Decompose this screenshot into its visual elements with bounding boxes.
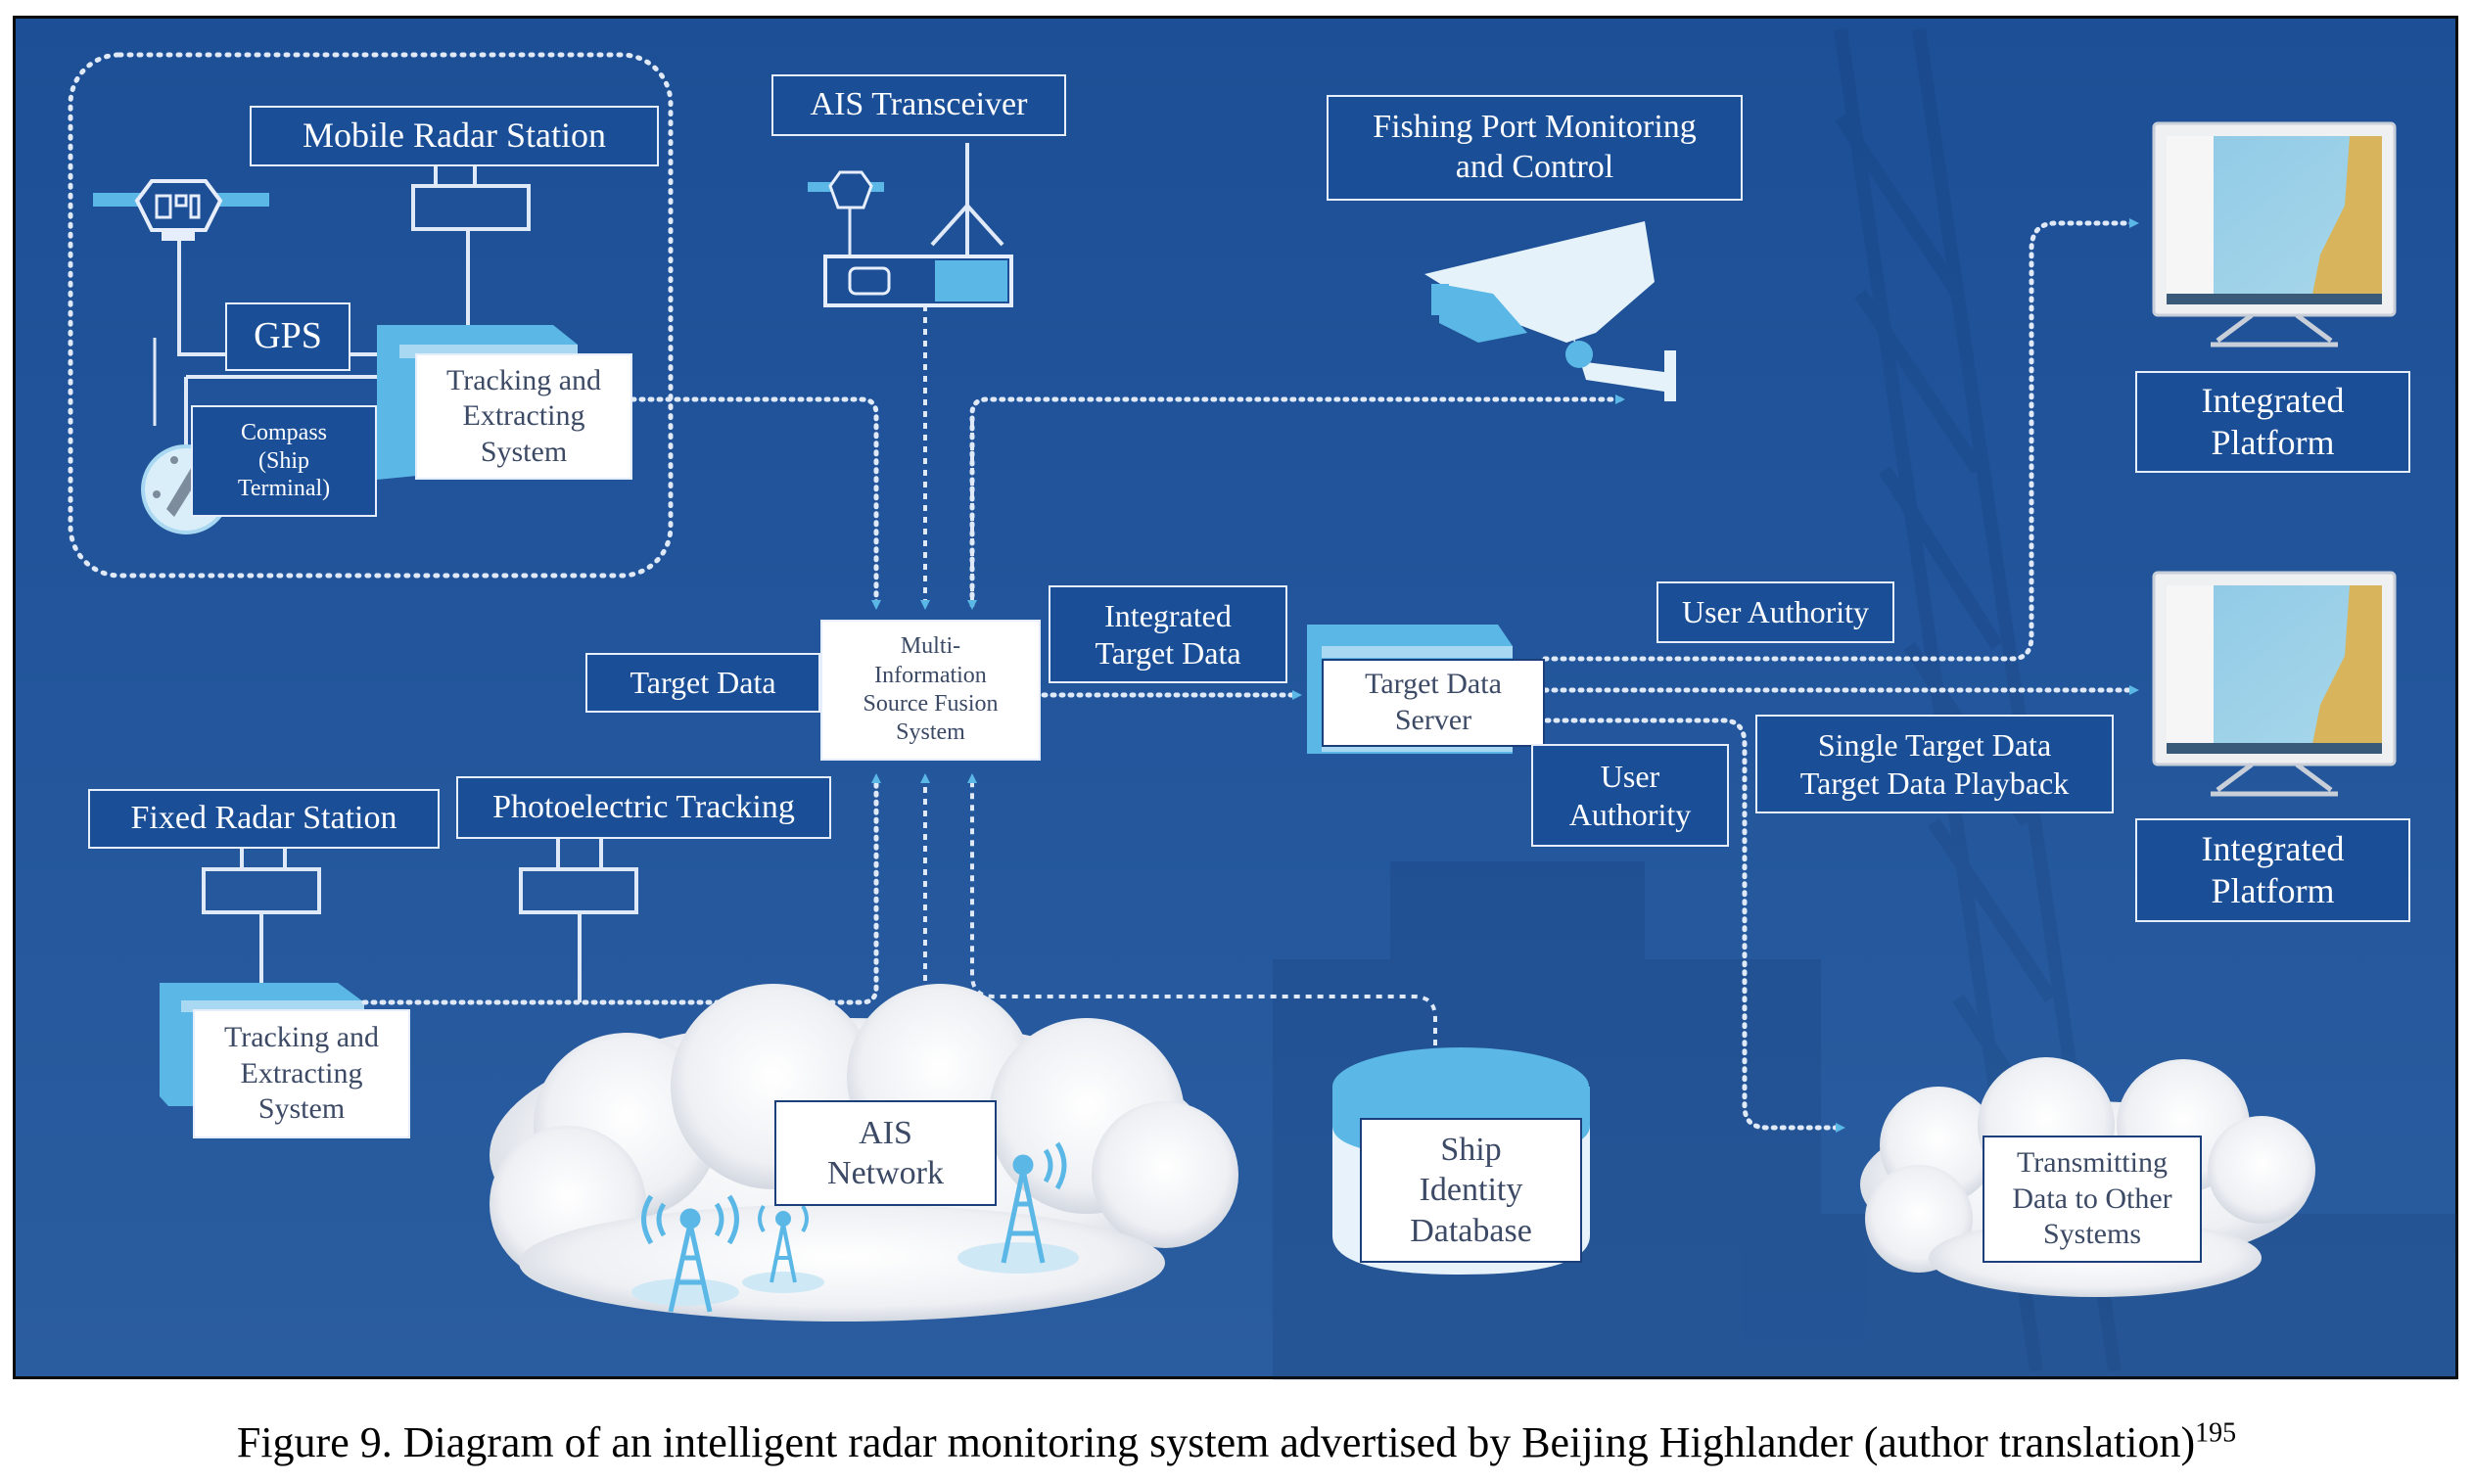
tracking-extracting-top: Tracking and Extracting System: [415, 353, 632, 480]
fishing-port-label: Fishing Port Monitoring and Control: [1327, 95, 1743, 201]
compass-label: Compass (Ship Terminal): [191, 405, 377, 517]
integrated-platform-label-1: Integrated Platform: [2135, 371, 2410, 473]
monitor-map-icon: [2152, 121, 2397, 348]
photoelectric-tracking-label: Photoelectric Tracking: [456, 776, 831, 839]
radio-tower-icon: [742, 1204, 824, 1293]
radio-tower-icon: [957, 1141, 1079, 1274]
ship-identity-database-label: Ship Identity Database: [1360, 1118, 1582, 1263]
user-authority-label-bottom: User Authority: [1531, 744, 1729, 847]
target-data-label: Target Data: [585, 653, 820, 713]
gps-label: GPS: [225, 302, 350, 371]
radio-tower-icon: [631, 1194, 739, 1313]
security-camera-icon: [1424, 221, 1676, 401]
mobile-radar-station-label: Mobile Radar Station: [250, 106, 659, 166]
target-data-server-node: Target Data Server: [1322, 659, 1545, 747]
ais-transceiver-icon: [808, 143, 1013, 307]
mobile-radar-group-outline: [68, 52, 674, 579]
integrated-target-data-label: Integrated Target Data: [1049, 585, 1287, 683]
ais-network-label: AIS Network: [774, 1100, 997, 1206]
figure-caption: Figure 9. Diagram of an intelligent rada…: [0, 1417, 2473, 1467]
user-authority-label-top: User Authority: [1656, 581, 1894, 643]
caption-footnote: 195: [2195, 1417, 2237, 1449]
transmitting-data-label: Transmitting Data to Other Systems: [1983, 1136, 2202, 1263]
single-target-data-label: Single Target Data Target Data Playback: [1755, 715, 2114, 813]
tracking-extracting-bottom: Tracking and Extracting System: [193, 1009, 410, 1138]
monitor-map-icon: [2152, 571, 2397, 797]
caption-text: Figure 9. Diagram of an intelligent rada…: [236, 1418, 2196, 1466]
ais-transceiver-label: AIS Transceiver: [771, 74, 1066, 136]
integrated-platform-label-2: Integrated Platform: [2135, 818, 2410, 922]
radar-antenna-icon: [93, 179, 269, 241]
fusion-system-node: Multi- Information Source Fusion System: [820, 620, 1041, 761]
fixed-radar-station-label: Fixed Radar Station: [88, 789, 440, 849]
